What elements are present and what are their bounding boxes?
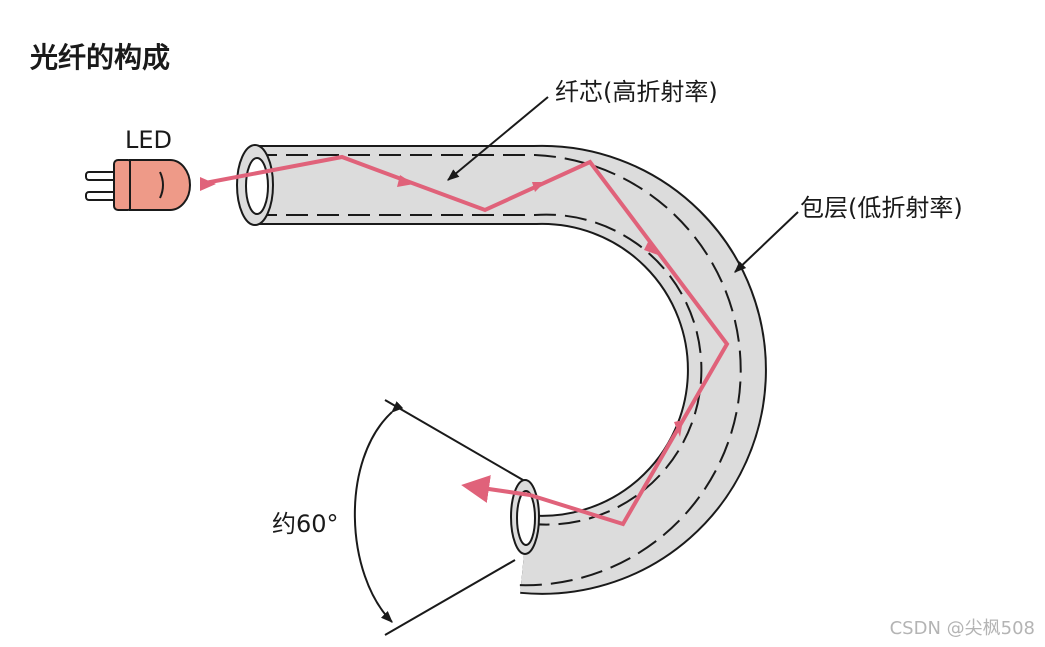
- core-label: 纤芯(高折射率): [555, 78, 718, 106]
- led-label: LED: [125, 126, 172, 154]
- angle-label: 约60°: [272, 510, 339, 538]
- angle-arc: [353, 401, 404, 623]
- fiber-cladding-fill: [255, 146, 765, 593]
- fiber-exit-face: [510, 479, 540, 555]
- led-source: LED: [85, 126, 191, 211]
- light-ray-arrow-2: [532, 182, 545, 192]
- watermark: CSDN @尖枫508: [890, 618, 1035, 639]
- light-ray-entry-mark: [200, 177, 216, 191]
- light-ray-arrow-1: [397, 175, 414, 187]
- cladding-label: 包层(低折射率): [800, 194, 963, 222]
- light-ray-arrow-4: [674, 420, 683, 437]
- light-ray-arrow-3: [644, 240, 658, 255]
- core-boundary-inner: [255, 213, 703, 526]
- light-ray: [200, 154, 730, 527]
- cladding-pointer: [734, 211, 799, 273]
- core-pointer: [447, 96, 549, 181]
- angle-ref-line-lower: [384, 559, 516, 636]
- led-body: [129, 159, 191, 211]
- fiber-entrance-face: [236, 144, 274, 226]
- led-dome-mark: [159, 171, 164, 199]
- angle-ref-line-upper: [384, 399, 524, 481]
- angle-indicator: [353, 399, 524, 636]
- diagram-title: 光纤的构成: [29, 41, 170, 74]
- light-ray-exit: [461, 475, 531, 503]
- core-boundary-outer: [255, 154, 742, 587]
- light-ray-path: [204, 154, 730, 527]
